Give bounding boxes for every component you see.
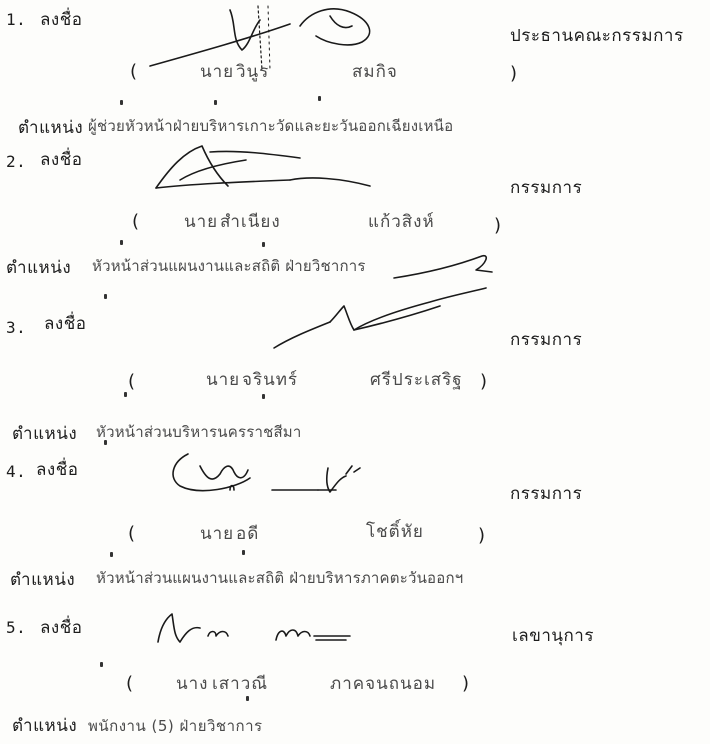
member-5-role: เลขานุการ [512, 626, 594, 646]
member-1-open-paren: ( [130, 61, 138, 82]
member-2-position-label: ตำแหน่ง [6, 258, 72, 278]
member-3-open-paren: ( [128, 371, 136, 392]
scan-speck [318, 96, 321, 101]
member-5-close-paren: ) [462, 673, 470, 694]
member-3-role: กรรมการ [510, 330, 583, 350]
member-5-last-name: ภาคจนถนอม [330, 674, 437, 694]
member-4-position-label: ตำแหน่ง [10, 570, 76, 590]
scan-speck [104, 440, 107, 445]
member-1-first-name: วินูร [236, 62, 270, 82]
member-4-position: หัวหน้าส่วนแผนงานและสถิติ ฝ่ายบริหารภาคต… [96, 569, 464, 587]
member-2-title-prefix: นาย [184, 212, 219, 232]
member-5-signature [157, 613, 351, 643]
member-5-open-paren: ( [126, 673, 134, 694]
member-5-position: พนักงาน (5) ฝ่ายวิชาการ [88, 717, 263, 735]
scan-speck [214, 100, 217, 105]
scan-speck [120, 100, 123, 105]
member-3-number: 3. [6, 318, 27, 337]
scan-speck [104, 294, 107, 299]
member-1-position-label: ตำแหน่ง [18, 118, 84, 138]
member-4-role: กรรมการ [510, 484, 583, 504]
member-4-first-name: อดี [236, 524, 260, 544]
member-3-last-name: ศรีประเสริฐ [370, 370, 463, 390]
scan-speck [242, 550, 245, 555]
member-5-number: 5. [6, 618, 27, 637]
member-3-position-label: ตำแหน่ง [12, 424, 78, 444]
member-5-position-label: ตำแหน่ง [12, 716, 78, 736]
member-3-sign-label: ลงชื่อ [44, 314, 87, 334]
member-4-last-name: โชติ์หัย [366, 522, 424, 542]
member-4-signature [172, 453, 361, 493]
member-2-open-paren: ( [132, 211, 140, 232]
member-1-number: 1. [6, 10, 27, 29]
scan-speck [124, 392, 127, 397]
member-4-sign-label: ลงชื่อ [36, 460, 79, 480]
member-2-last-name: แก้วสิงห์ [368, 212, 435, 232]
member-3-position: หัวหน้าส่วนบริหารนครราชสีมา [96, 423, 302, 441]
scan-speck [262, 394, 265, 399]
member-2-close-paren: ) [494, 215, 502, 236]
member-4-number: 4. [6, 462, 27, 481]
member-1-role: ประธานคณะกรรมการ [510, 26, 684, 46]
scan-speck [120, 240, 123, 245]
scan-speck [262, 242, 265, 247]
member-2-first-name: สำเนียง [220, 212, 281, 232]
scan-speck [110, 552, 113, 557]
member-2-signature [155, 145, 371, 189]
member-5-title-prefix: นาง [176, 674, 209, 694]
scan-speck [246, 696, 249, 701]
member-1-last-name: สมกิจ [352, 62, 398, 82]
member-4-open-paren: ( [128, 523, 136, 544]
member-1-sign-label: ลงชื่อ [40, 10, 83, 30]
member-5-sign-label: ลงชื่อ [40, 618, 83, 638]
member-3-signature [273, 287, 487, 349]
member-2-position-flourish [393, 254, 493, 279]
member-1-signature [149, 5, 371, 71]
member-1-title-prefix: นาย [200, 62, 235, 82]
member-2-position: หัวหน้าส่วนแผนงานและสถิติ ฝ่ายวิชาการ [92, 257, 366, 275]
member-3-first-name: จรินทร์ [242, 370, 299, 390]
member-2-number: 2. [6, 152, 27, 171]
member-3-title-prefix: นาย [206, 370, 241, 390]
member-2-role: กรรมการ [510, 178, 583, 198]
scan-speck [100, 662, 103, 667]
member-1-position: ผู้ช่วยหัวหน้าฝ่ายบริหารเกาะวัดและยะวันอ… [88, 117, 454, 135]
member-4-title-prefix: นาย [200, 524, 235, 544]
member-5-first-name: เสาวณี [212, 674, 269, 694]
member-4-close-paren: ) [478, 525, 486, 546]
member-2-sign-label: ลงชื่อ [40, 150, 83, 170]
member-3-close-paren: ) [480, 371, 488, 392]
member-1-close-paren: ) [510, 63, 518, 84]
